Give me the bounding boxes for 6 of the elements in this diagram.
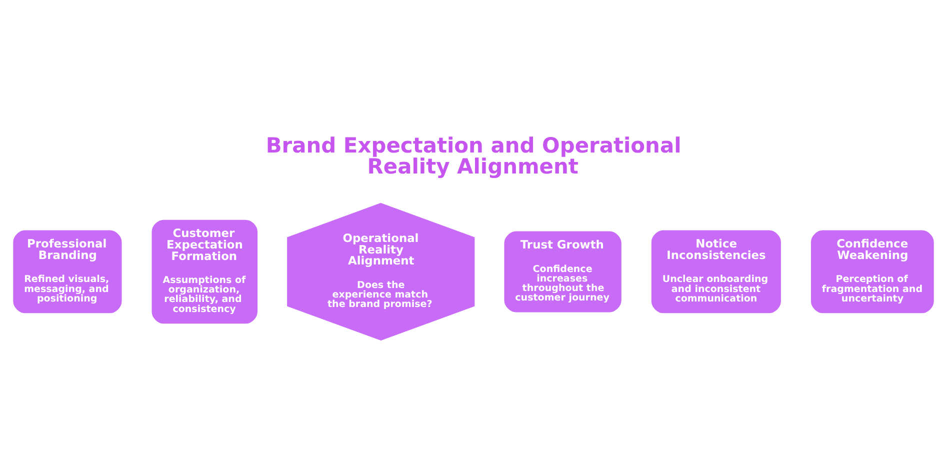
node-box: Trust Growth Confidence increases throughout the customer journey [504, 231, 622, 312]
node-box: Customer Expectation Formation Assumptions of organization, reliability, and consistency [152, 220, 258, 324]
node-box: Professional Branding Refined visuals, messaging, and positioning [13, 230, 122, 314]
node-box: Notice Inconsistencies Unclear onboarding and inconsistent communication [651, 230, 781, 314]
node-box: Confidence Weakening Perception of fragmentation and uncertainty [810, 230, 934, 314]
diagram-title: Brand Expectation and Operational Reality Alignment [266, 133, 682, 178]
